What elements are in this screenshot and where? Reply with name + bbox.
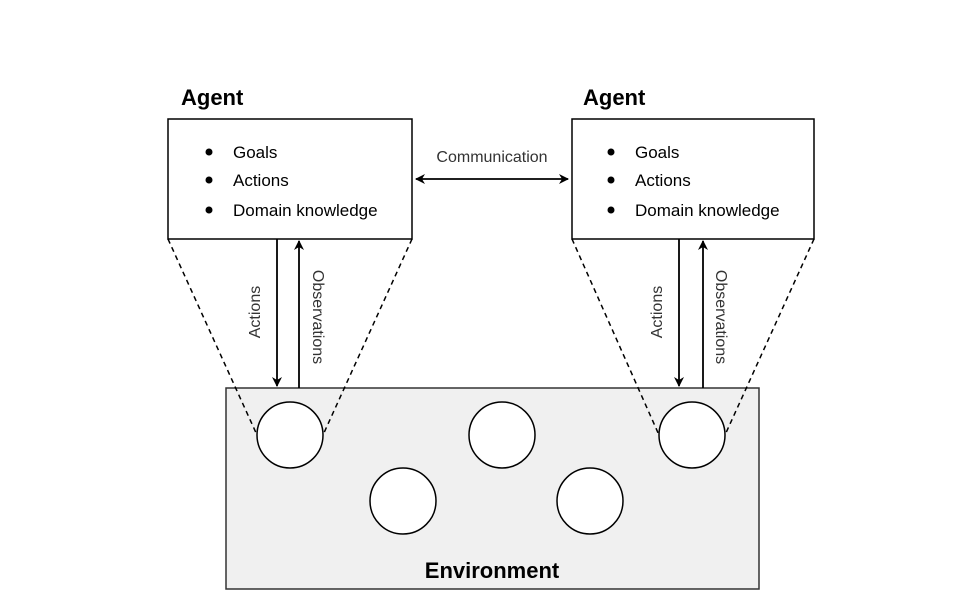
- environment-entity: [556, 467, 624, 535]
- agent-title: Agent: [181, 85, 244, 110]
- environment-entity: [658, 401, 726, 469]
- agent-item: Domain knowledge: [635, 201, 780, 220]
- agent-item: Goals: [233, 143, 277, 162]
- communication-label: Communication: [436, 149, 547, 166]
- observations-label: Observations: [309, 270, 326, 364]
- bullet-icon: [205, 176, 213, 184]
- bullet-icon: [607, 148, 615, 156]
- agent-right: Agent Goals Actions Domain knowledge Act…: [571, 85, 815, 436]
- agent-left: Agent Goals Actions Domain knowledge Act…: [167, 85, 413, 436]
- environment-entity: [468, 401, 536, 469]
- bullet-icon: [205, 148, 213, 156]
- communication-link: Communication: [415, 149, 569, 184]
- observations-label: Observations: [712, 270, 729, 364]
- agent-box: [167, 118, 413, 240]
- perception-cone-line: [167, 238, 258, 436]
- bullet-icon: [607, 176, 615, 184]
- actions-label: Actions: [247, 286, 264, 338]
- actions-label: Actions: [649, 286, 666, 338]
- agent-item: Domain knowledge: [233, 201, 378, 220]
- bullet-icon: [205, 206, 213, 214]
- agent-title: Agent: [583, 85, 646, 110]
- agent-item: Actions: [233, 171, 289, 190]
- agent-item: Actions: [635, 171, 691, 190]
- bullet-icon: [607, 206, 615, 214]
- environment-title: Environment: [425, 558, 560, 583]
- agent-item: Goals: [635, 143, 679, 162]
- environment-entity: [369, 467, 437, 535]
- environment-entity: [256, 401, 324, 469]
- perception-cone-line: [724, 238, 815, 436]
